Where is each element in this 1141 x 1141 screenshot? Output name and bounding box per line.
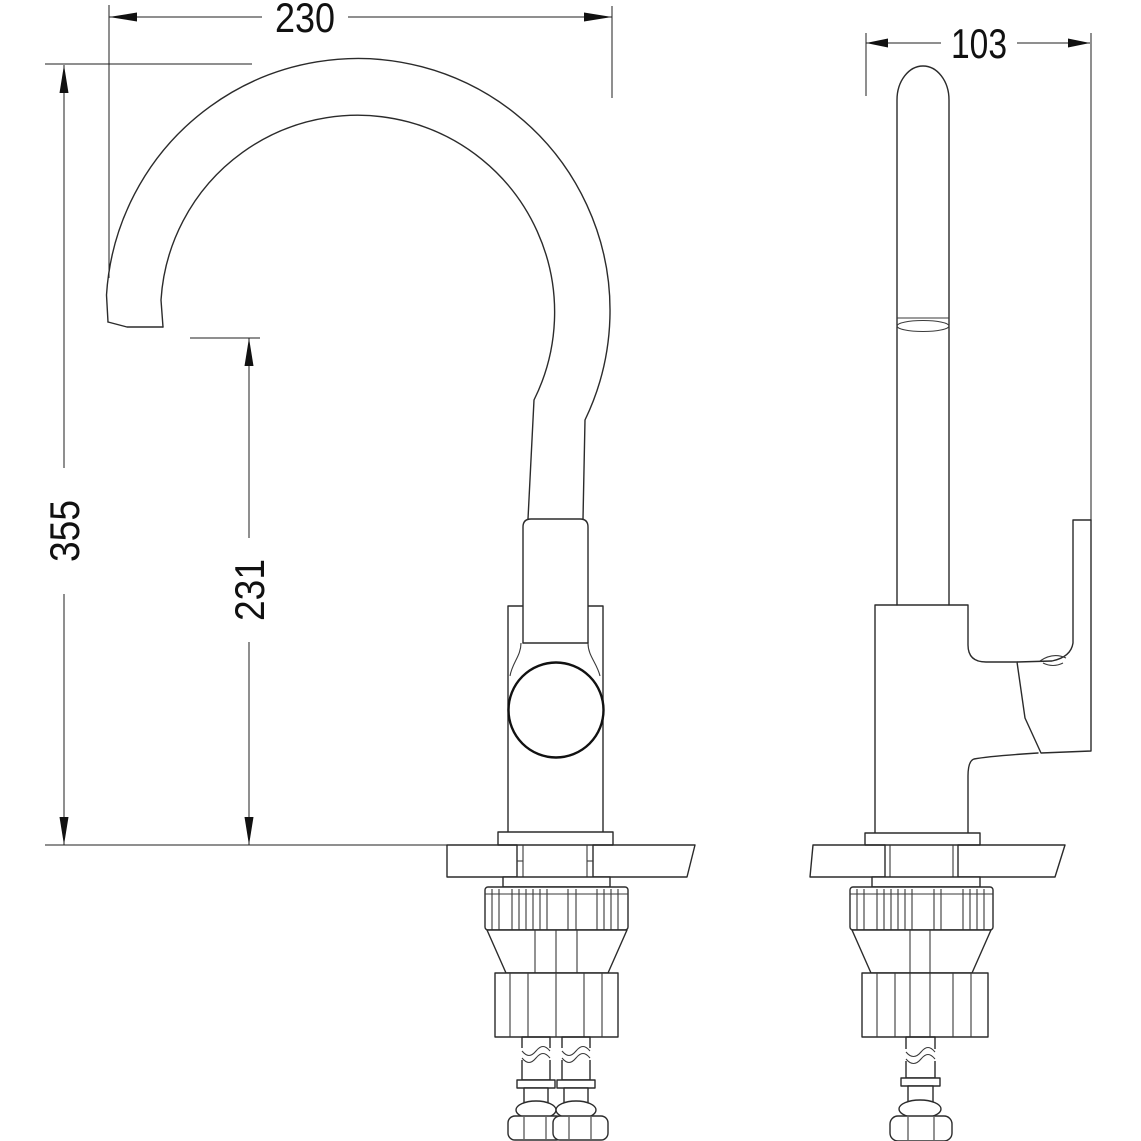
dimensions: 230 355 231 103 — [41, 0, 1092, 846]
lock-nut-ribs — [491, 889, 619, 930]
arrow-right-icon — [1068, 38, 1090, 48]
dimension-total-height-label: 355 — [41, 500, 88, 562]
mounting-nut-front — [861, 972, 989, 1038]
dimension-body-depth-label: 103 — [951, 20, 1007, 67]
faucet-body-side — [497, 518, 614, 846]
dimension-total-height: 355 — [41, 63, 447, 846]
supply-hose-front — [889, 1036, 953, 1141]
arrow-left-icon — [866, 38, 888, 48]
arrow-right-icon — [584, 12, 612, 22]
swivel-ball-joint — [507, 661, 605, 759]
arrow-left-icon — [109, 12, 137, 22]
base-flange-front — [864, 832, 981, 846]
arrow-down-icon — [244, 817, 254, 845]
mounting-hardware-side — [484, 876, 629, 1141]
lever-handle — [1016, 519, 1092, 754]
countertop-front — [809, 844, 1066, 878]
washer — [502, 876, 611, 888]
aerator-ring — [896, 319, 950, 333]
base-flange — [497, 831, 614, 846]
dimension-spout-width: 230 — [108, 0, 613, 278]
neck-collar — [522, 518, 589, 644]
dimension-spout-outlet-height-label: 231 — [226, 559, 273, 621]
countertop-side — [446, 844, 696, 878]
lock-nut-ribs-front — [856, 889, 985, 930]
arrow-up-icon — [244, 338, 254, 366]
shank-taper — [486, 929, 628, 974]
arrow-up-icon — [59, 65, 69, 93]
spout-outlet-face — [107, 321, 164, 328]
dimension-body-depth: 103 — [865, 20, 1092, 520]
front-view — [809, 65, 1092, 1141]
mounting-hardware-front — [849, 876, 994, 1141]
supply-hoses — [507, 1036, 609, 1141]
gooseneck-spout — [105, 57, 611, 520]
mounting-nut-facets — [509, 973, 603, 1037]
side-view — [105, 57, 696, 1141]
hose-hex-nut — [552, 1115, 609, 1141]
dimension-spout-outlet-height: 231 — [190, 337, 273, 845]
faucet-body-front — [864, 604, 1039, 846]
hose-hex-nut-front — [889, 1115, 953, 1141]
arrow-down-icon — [59, 817, 69, 845]
dimension-spout-width-label: 230 — [275, 0, 335, 41]
washer-front — [871, 876, 981, 888]
mounting-nut-facets-front — [876, 973, 972, 1037]
spout-column-front — [896, 65, 950, 606]
shank-taper-front — [851, 929, 992, 974]
